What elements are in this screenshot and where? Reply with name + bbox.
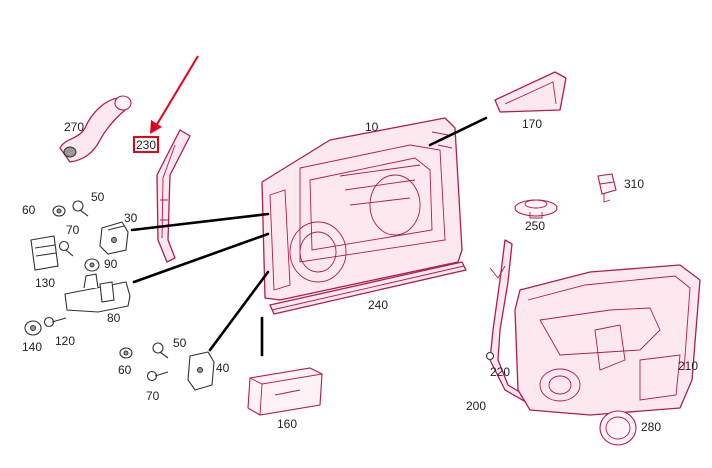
callout-label[interactable]: 170: [522, 117, 542, 131]
bolt-part[interactable]: [43, 316, 67, 328]
door-trim-panel-part[interactable]: [514, 264, 701, 416]
bolt-part[interactable]: [152, 342, 169, 359]
bolt-part[interactable]: [72, 200, 89, 217]
check-strap-part[interactable]: [64, 273, 131, 313]
rubber-buffer-part[interactable]: [30, 235, 59, 271]
callout-label[interactable]: 50: [173, 336, 187, 350]
mirror-trim-part[interactable]: [494, 71, 567, 113]
nut-part[interactable]: [119, 347, 133, 359]
bolt-part[interactable]: [58, 240, 74, 257]
callout-label[interactable]: 60: [22, 203, 36, 217]
callout-label[interactable]: 280: [641, 420, 661, 434]
seal-piece-part[interactable]: [485, 351, 495, 361]
callout-label[interactable]: 40: [216, 361, 230, 375]
callout-label[interactable]: 70: [66, 223, 80, 237]
leader-lines: [130, 116, 488, 357]
lower-hinge-part[interactable]: [187, 351, 215, 391]
callout-label[interactable]: 310: [624, 177, 644, 191]
highlight-arrow: [150, 55, 199, 134]
cable-conduit-part[interactable]: [59, 95, 132, 163]
callout-label[interactable]: 160: [277, 417, 297, 431]
sill-strip-part[interactable]: [269, 261, 467, 315]
control-module-part[interactable]: [247, 367, 323, 416]
callout-label[interactable]: 60: [118, 363, 132, 377]
callout-label[interactable]: 10: [365, 120, 379, 134]
upper-hinge-part[interactable]: [99, 221, 129, 255]
nut-part[interactable]: [24, 320, 42, 336]
callout-label[interactable]: 240: [368, 298, 388, 312]
callout-label[interactable]: 200: [466, 399, 486, 413]
callout-label[interactable]: 140: [22, 340, 42, 354]
callout-label[interactable]: 220: [490, 365, 510, 379]
callout-label[interactable]: 120: [55, 334, 75, 348]
plug-cap-part[interactable]: [514, 199, 558, 219]
clip-part[interactable]: [597, 173, 617, 203]
grommet-part[interactable]: [84, 258, 100, 272]
callout-label[interactable]: 50: [91, 190, 105, 204]
callout-label[interactable]: 130: [35, 276, 55, 290]
callout-label[interactable]: 210: [678, 359, 698, 373]
callout-label[interactable]: 30: [124, 211, 138, 225]
bolt-part[interactable]: [146, 370, 169, 382]
callout-label[interactable]: 270: [64, 120, 84, 134]
door-shell-part[interactable]: [261, 117, 463, 301]
highlight-box: [133, 136, 159, 153]
nut-part[interactable]: [52, 205, 66, 217]
callout-label-highlighted[interactable]: 230: [136, 138, 156, 152]
callout-label[interactable]: 80: [107, 311, 121, 325]
window-guide-part[interactable]: [156, 129, 191, 263]
callout-label[interactable]: 250: [525, 219, 545, 233]
callout-label[interactable]: 90: [104, 257, 118, 271]
speaker-grille-part[interactable]: [599, 410, 637, 446]
callout-label[interactable]: 70: [146, 389, 160, 403]
